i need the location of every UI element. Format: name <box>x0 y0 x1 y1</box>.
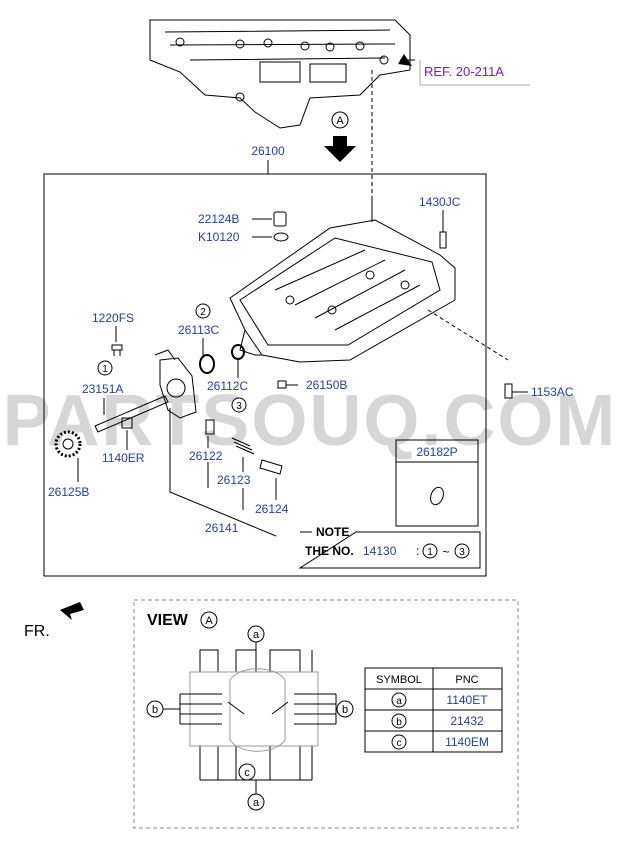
view-a-marker <box>331 111 349 129</box>
part-26150B[interactable]: 26150B <box>306 378 347 392</box>
symbol-table <box>364 667 503 753</box>
part-1153AC[interactable]: 1153AC <box>531 385 574 399</box>
table-header-pnc: PNC <box>455 674 478 686</box>
note-range-end-circle <box>454 543 470 559</box>
part-1220FS[interactable]: 1220FS <box>92 311 134 325</box>
cap-drawing <box>273 211 287 227</box>
part-26112C[interactable]: 26112C <box>207 379 248 393</box>
plug-drawing <box>277 380 287 389</box>
part-26141[interactable]: 26141 <box>205 521 239 535</box>
table-row-c-symbol-circle <box>391 734 407 750</box>
view-letter-b-right: b <box>342 704 348 716</box>
note-part-number[interactable]: 14130 <box>363 544 397 558</box>
table-row-a-symbol-circle <box>391 692 407 708</box>
engine-block-drawing <box>149 19 411 129</box>
part-26113C[interactable]: 26113C <box>178 323 219 337</box>
part-1430JC[interactable]: 1430JC <box>419 195 461 209</box>
part-26182P[interactable]: 26182P <box>416 445 457 459</box>
table-row-b-symbol: b <box>396 717 402 728</box>
seal-drawing <box>199 354 215 374</box>
view-box <box>133 599 519 829</box>
part-26122[interactable]: 26122 <box>189 449 223 463</box>
seal2-drawing <box>231 344 245 360</box>
dowel-drawing <box>504 383 513 399</box>
view-letter-b-left: b <box>152 704 158 716</box>
note-line-prefix: THE NO. <box>305 544 354 558</box>
view-title: VIEW <box>147 612 189 629</box>
view-letter-a-bottom: a <box>253 797 260 809</box>
box-26182P <box>395 439 479 527</box>
view-letter-c-circle <box>238 763 256 781</box>
view-marker: A <box>205 615 213 627</box>
view-letter-b-right-circle <box>336 700 354 718</box>
view-letter-c: c <box>244 767 250 779</box>
part-22124B[interactable]: 22124B <box>198 212 239 226</box>
assembly-number[interactable]: 26100 <box>251 144 285 158</box>
note-range-start: 1 <box>427 547 433 558</box>
part-23151A[interactable]: 23151A <box>82 382 123 396</box>
ref-arrow-icon <box>398 54 412 66</box>
relief-valve-drawing <box>205 419 283 475</box>
part-26125B[interactable]: 26125B <box>48 485 89 499</box>
oil-pan-drawing <box>229 219 456 363</box>
oil-pump-drawing <box>94 349 197 433</box>
note-range-start-circle <box>422 543 438 559</box>
table-row-b-pnc[interactable]: 21432 <box>450 714 484 728</box>
assembly-frame <box>43 173 487 577</box>
bolt-drawing <box>111 344 123 356</box>
leader-dashed-1153AC <box>427 309 509 361</box>
callout-2-label: 2 <box>200 307 206 318</box>
part-K10120[interactable]: K10120 <box>198 230 240 244</box>
view-letter-a-top: a <box>253 629 260 641</box>
table-row-b-symbol-circle <box>391 713 407 729</box>
view-marker-circle <box>200 611 218 629</box>
oring-drawing <box>273 232 289 242</box>
part-26124[interactable]: 26124 <box>255 502 289 516</box>
table-row-c-pnc[interactable]: 1140EM <box>445 735 489 749</box>
note-range-sep: ~ <box>442 545 449 559</box>
part-26123[interactable]: 26123 <box>217 473 251 487</box>
note-box <box>298 531 481 569</box>
callout-2 <box>195 303 211 319</box>
callout-1-label: 1 <box>102 364 108 375</box>
table-row-c-symbol: c <box>397 738 402 749</box>
view-letter-a-top-circle <box>247 625 265 643</box>
pin-drawing <box>439 231 447 249</box>
table-row-a-pnc[interactable]: 1140ET <box>446 693 488 707</box>
front-arrow-icon <box>60 602 84 620</box>
callout-3 <box>231 397 247 413</box>
ref-frame <box>419 60 530 86</box>
note-colon: : <box>416 544 419 558</box>
fr-label: FR. <box>24 623 50 640</box>
down-arrow-icon <box>324 136 356 162</box>
view-a-marker-label: A <box>336 115 344 127</box>
table-header-symbol: SYMBOL <box>376 674 422 686</box>
callout-1 <box>97 360 113 376</box>
note-title: NOTE <box>316 525 349 539</box>
callout-3-label: 3 <box>236 401 242 412</box>
sprocket-hub <box>62 438 74 450</box>
gasket-drawing <box>430 486 444 506</box>
table-row-a-symbol: a <box>396 696 402 707</box>
note-range-end: 3 <box>459 547 465 558</box>
view-a-schematic <box>179 642 337 781</box>
watermark: PARTSOUQ.COM <box>3 381 618 461</box>
ref-link[interactable]: REF. 20-211A <box>424 64 504 79</box>
sprocket-drawing <box>54 430 82 458</box>
part-1140ER[interactable]: 1140ER <box>102 451 145 465</box>
bracket-26141 <box>169 408 277 537</box>
